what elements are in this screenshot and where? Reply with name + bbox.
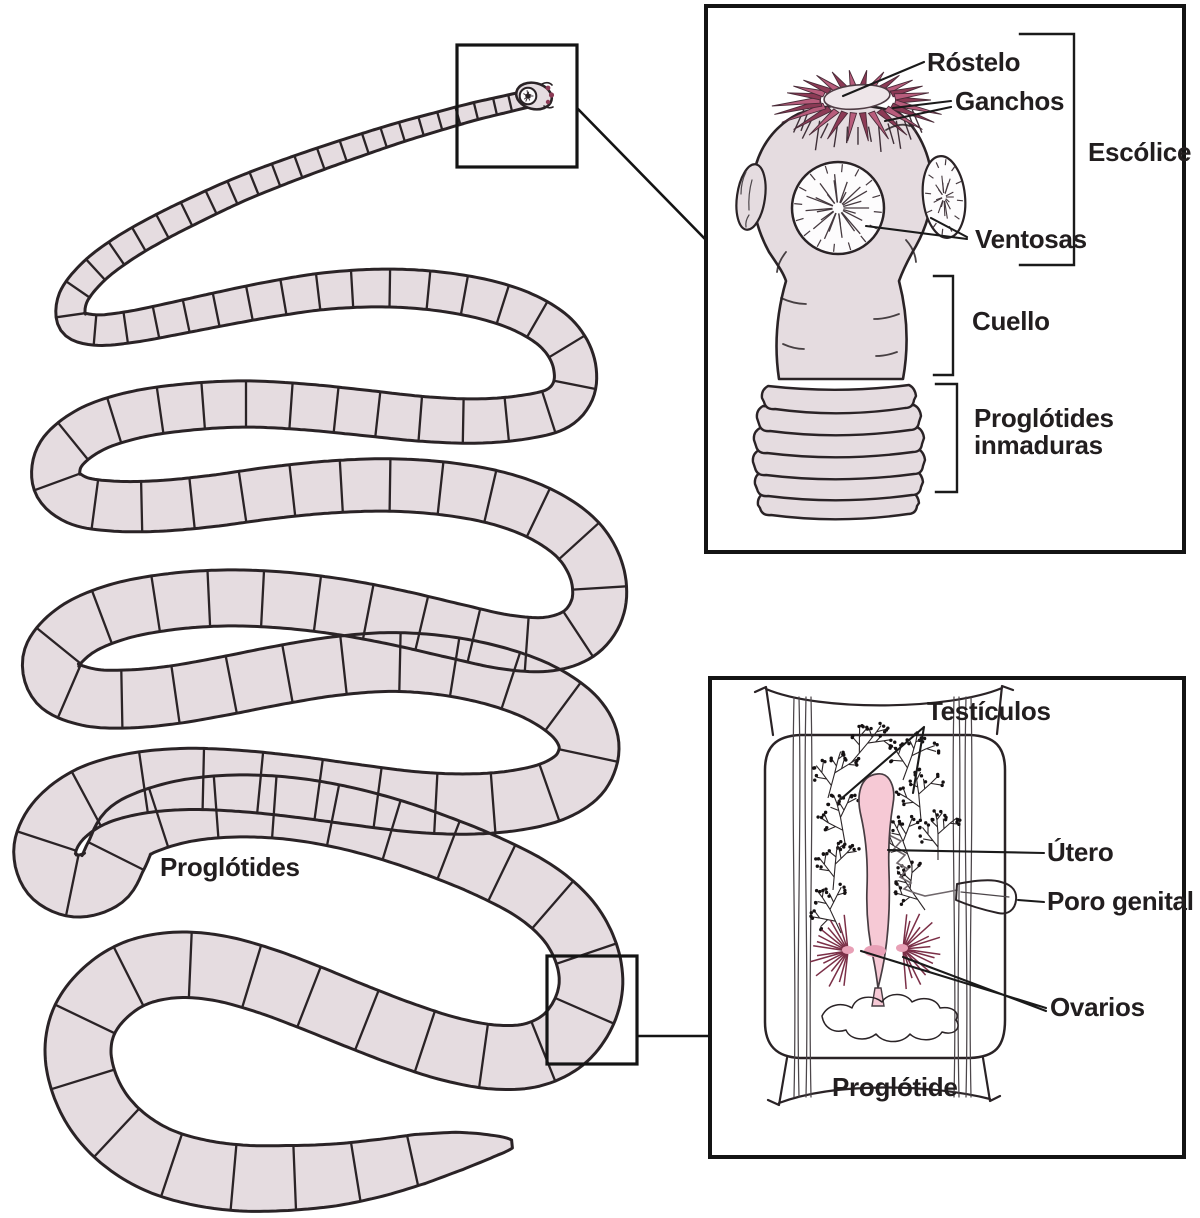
immature-proglottid-rings [751,383,927,521]
scolex-zoom-square [455,43,579,169]
tapeworm-head [514,81,555,111]
right-sucker [921,155,967,239]
label-uterus: Útero [1047,837,1114,867]
label-testes: Testículos [927,696,1051,726]
label-immature-line2: inmaduras [974,430,1103,461]
ovaries [810,913,941,990]
hook-speck [548,92,555,98]
left-sucker-lobe [735,163,767,231]
hook-speck [545,85,551,91]
segment-above [753,684,1015,737]
hook-speck [545,99,551,105]
scolex-inset-box [704,4,1186,554]
label-genital-pore: Poro genital [1047,886,1194,916]
label-ovaries: Ovarios [1050,992,1145,1022]
front-sucker [790,160,886,256]
scolex-connector-line [576,107,707,241]
genital-pore [955,879,1018,915]
excretory-canals [792,696,973,1098]
label-scolex: Escólice [1088,137,1192,167]
label-neck: Cuello [972,306,1050,336]
label-rostellum: Róstelo [927,47,1021,77]
label-proglottid-caption: Proglótide [832,1072,958,1102]
vitelline-gland [821,993,959,1043]
scolex-bracket [1018,32,1076,267]
right-sucker-detail [925,159,963,235]
immature-proglottids-bracket [934,382,959,494]
neck-bracket [932,274,955,377]
scolex-illustration [735,70,967,521]
head-sucker-detail [523,90,534,102]
label-immature-line1: Proglótides [974,403,1114,433]
proglottid-illustration [753,684,1018,1107]
label-proglottids-main: Proglótides [160,852,300,882]
proglottid-zoom-square [545,954,639,1066]
label-hooks: Ganchos [955,86,1065,116]
label-immature-proglottids: Proglótides inmaduras [974,403,1114,461]
rostellum-crown [771,70,942,152]
tapeworm-body [12,87,629,1213]
leader-lines [839,60,1048,1013]
testes-branches [809,721,962,934]
uterus-stalk [871,987,885,1007]
label-suckers: Ventosas [975,224,1087,254]
front-sucker-detail [794,164,882,252]
proglottid-inset-box [708,676,1186,1159]
